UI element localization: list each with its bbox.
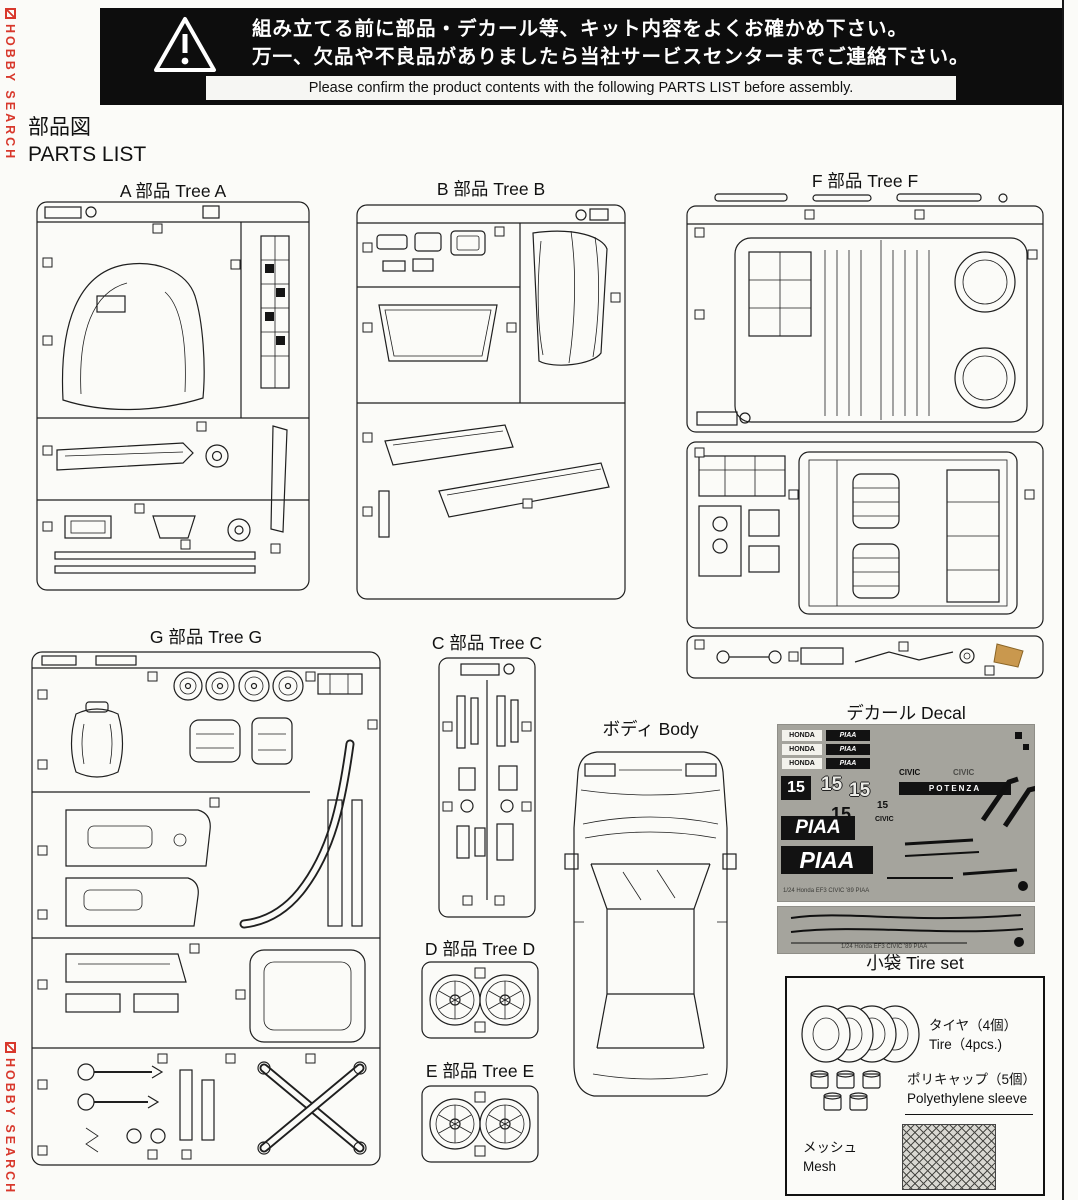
body-label: ボディ Body (602, 719, 699, 739)
decal-caption: 1/24 Honda EF3 CIVIC '89 PIAA (841, 944, 928, 950)
decal-honda: HONDA (782, 730, 822, 741)
mesh-en: Mesh (803, 1159, 837, 1174)
mesh-text: メッシュ Mesh (803, 1138, 857, 1176)
polycap-jp: ポリキャップ（5個） (907, 1072, 1037, 1087)
decal-misc-shapes (887, 732, 1035, 891)
tree-d-illustration (421, 961, 539, 1039)
decal-label: デカール Decal (846, 703, 966, 723)
mesh-swatch (902, 1124, 996, 1190)
decal-sheet: HONDA PIAA HONDA PIAA HONDA PIAA 15 15 1… (777, 724, 1035, 902)
tire-jp: タイヤ（4個） (929, 1018, 1018, 1033)
decal-civic: CIVIC (875, 816, 894, 823)
decal-caption: 1/24 Honda EF3 CIVIC '89 PIAA (783, 888, 870, 894)
polycap-text: ポリキャップ（5個） Polyethylene sleeve (907, 1070, 1036, 1108)
tree-b-illustration (356, 204, 626, 600)
decal-15-chip: 15 (781, 776, 811, 800)
decal-potenza: POTENZA (899, 782, 1011, 795)
watermark-text: HOBBY SEARCH (3, 1058, 17, 1196)
decal-piaa-chip: PIAA (826, 744, 870, 755)
decal-15-outline: 15 (849, 780, 871, 801)
tree-c-illustration (438, 657, 536, 918)
watermark-bottom: HOBBY SEARCH (3, 1042, 17, 1195)
polycap-en: Polyethylene sleeve (907, 1091, 1028, 1106)
decal-piaa-chip: PIAA (826, 758, 870, 769)
decal-piaa-chip: PIAA (826, 730, 870, 741)
decal-honda: HONDA (782, 758, 822, 769)
tree-f-illustration (686, 193, 1044, 679)
page-title: 部品図 PARTS LIST (28, 114, 146, 168)
decal-15-small: 15 (877, 800, 889, 811)
decal-strip-shapes (790, 914, 1024, 947)
tree-e-illustration (421, 1085, 539, 1163)
body-illustration (564, 751, 737, 1097)
warning-line-1: 組み立てる前に部品・デカール等、キット内容をよくお確かめ下さい。 (252, 18, 909, 40)
decal-15-outline: 15 (821, 774, 843, 795)
watermark-text: HOBBY SEARCH (3, 24, 17, 162)
tree-d-label: D 部品 Tree D (424, 939, 536, 959)
warning-banner: 組み立てる前に部品・デカール等、キット内容をよくお確かめ下さい。 万一、欠品や不… (100, 8, 1062, 105)
mesh-jp: メッシュ (803, 1140, 857, 1155)
tree-g-label: G 部品 Tree G (149, 627, 263, 647)
tree-g-illustration (31, 651, 381, 1166)
hobby-search-logo-icon (4, 1042, 16, 1053)
tree-a-illustration (36, 201, 310, 591)
warning-english: Please confirm the product contents with… (206, 76, 956, 100)
decal-strip: 1/24 Honda EF3 CIVIC '89 PIAA (777, 906, 1035, 954)
tires-illustration (801, 1005, 920, 1063)
decal-civic: CIVIC (953, 768, 975, 777)
tree-a-label: A 部品 Tree A (119, 181, 227, 201)
tree-b-label: B 部品 Tree B (436, 179, 546, 199)
polycap-illustration (810, 1070, 881, 1111)
hobby-search-logo-icon (4, 8, 16, 19)
page-title-en: PARTS LIST (28, 143, 147, 166)
warning-line-2: 万一、欠品や不良品がありましたら当社サービスセンターまでご連絡下さい。 (252, 46, 970, 68)
decal-honda: HONDA (782, 744, 822, 755)
warning-triangle-icon (154, 17, 216, 72)
scan-edge-line (1062, 0, 1064, 1200)
decal-piaa-large: PIAA (781, 846, 873, 874)
tire-set-label: 小袋 Tire set (866, 953, 964, 973)
decal-civic: CIVIC (899, 768, 921, 777)
tree-f-label: F 部品 Tree F (811, 171, 919, 191)
tire-en: Tire（4pcs.) (929, 1037, 1003, 1052)
watermark-top: HOBBY SEARCH (3, 8, 17, 161)
tire-set-box: タイヤ（4個） Tire（4pcs.) ポリキャップ（5個） Polyethyl… (785, 976, 1045, 1196)
page-title-jp: 部品図 (28, 116, 91, 139)
tire-text: タイヤ（4個） Tire（4pcs.) (929, 1016, 1017, 1054)
tree-e-label: E 部品 Tree E (425, 1061, 535, 1081)
divider-rule (905, 1114, 1033, 1115)
warning-text: 組み立てる前に部品・デカール等、キット内容をよくお確かめ下さい。 万一、欠品や不… (252, 15, 970, 71)
decal-piaa-large: PIAA (781, 816, 855, 840)
tree-c-label: C 部品 Tree C (431, 633, 543, 653)
